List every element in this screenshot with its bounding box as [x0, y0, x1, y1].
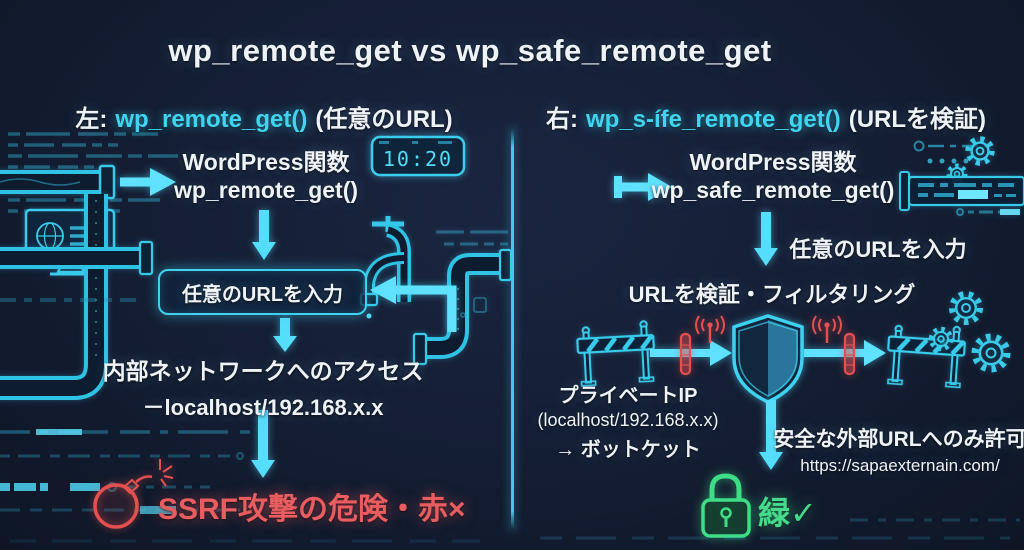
arrow-down-left-3: [251, 410, 275, 478]
flow-arrow-from-shield: [804, 340, 886, 366]
wordpress-function-label-right: WordPress関数 wp_safe_remote_get(): [651, 149, 895, 203]
right-column-header: 右: wp_s-ífe_remote_get() (URLを検証): [542, 99, 990, 134]
filter-bar-right-icon: [843, 332, 856, 376]
circuit-decoration-top-right: [913, 140, 990, 164]
barrier-right-icon: [887, 324, 966, 389]
bomb-icon: [93, 459, 174, 529]
filter-bar-left-icon: [679, 332, 692, 376]
input-box: 任意のURLを入力: [158, 269, 367, 315]
shield-icon: [732, 314, 804, 404]
input-url-label: 任意のURLを入力: [789, 237, 967, 262]
left-header-function: wp_remote_get(): [115, 106, 308, 133]
arrow-down-left-2: [273, 318, 297, 352]
left-header-suffix: (任意のURL): [315, 106, 453, 133]
gear-cluster-mid-right: [928, 291, 1011, 373]
allowed-url-label: 安全な外部URLへのみ許可 https://sapaexternain.com/: [773, 428, 1024, 475]
ssrf-danger-label: SSRF攻撃の危険・赤×: [158, 493, 466, 526]
arrow-down-left-1: [252, 210, 276, 260]
clock-time: 10:20: [383, 147, 453, 171]
main-title: wp_remote_get vs wp_safe_remote_get: [168, 33, 772, 68]
pipe-top-left: [0, 164, 116, 200]
gear-cluster-top-right: [946, 136, 995, 185]
flow-arrow-right-step1: [614, 173, 672, 201]
wordpress-function-label-left: WordPress関数 wp_remote_get(): [173, 149, 359, 203]
lock-icon: [701, 473, 751, 538]
server-rack-icon: [899, 171, 1024, 216]
arrow-down-right-2: [759, 400, 783, 470]
internal-access-label: 内部ネットワークへのアクセス －localhost/192.168.x.x: [102, 358, 424, 420]
signal-antenna-right-icon: [812, 315, 842, 343]
pipe-left-vertical: [0, 194, 154, 400]
circuit-decoration-bottom-left: [0, 298, 480, 543]
right-header-suffix: (URLを検証): [848, 106, 987, 133]
column-divider: [511, 127, 514, 531]
digital-clock: 10:20: [370, 135, 466, 177]
left-column-header: 左: wp_remote_get() (任意のURL): [71, 99, 456, 134]
safe-result-label: 緑✓: [758, 495, 817, 531]
right-header-function: wp_s-ífe_remote_get(): [585, 106, 841, 133]
barrier-left-icon: [576, 320, 655, 387]
flow-arrow-into-box: [370, 276, 457, 332]
left-header-prefix: 左:: [75, 106, 108, 133]
faucet-icon: [359, 216, 411, 319]
signal-antenna-left-icon: [695, 315, 725, 343]
right-header-prefix: 右:: [545, 106, 578, 133]
arrow-down-right-1: [754, 212, 778, 266]
url-validation-label: URLを検証・フィルタリング: [628, 282, 916, 307]
pipe-center: [412, 230, 513, 366]
flow-arrow-left-step1: [120, 168, 176, 196]
private-ip-blocked-label: プライベートIP (localhost/192.168.x.x) → ボットケッ…: [537, 385, 719, 461]
circuit-decoration-bottom-right: [540, 518, 1020, 540]
